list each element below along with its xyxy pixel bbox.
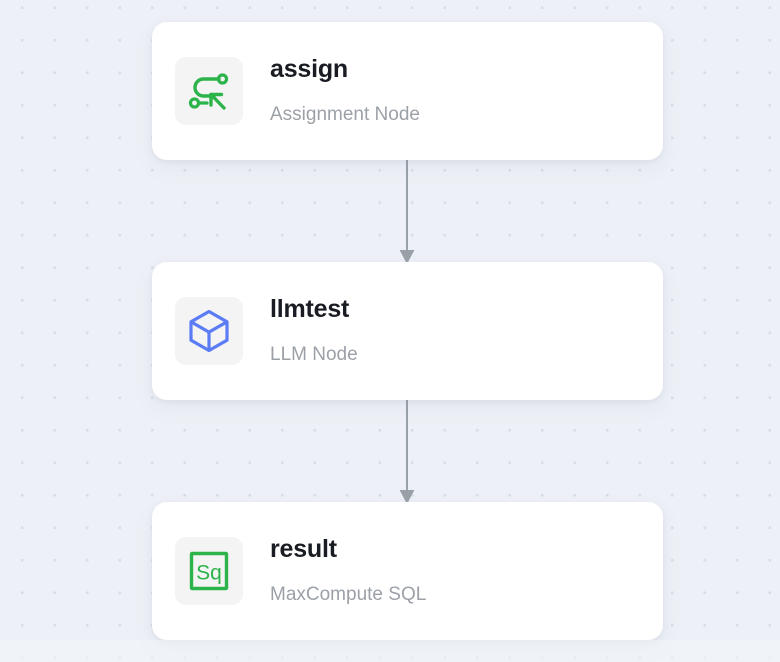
node-title: assign bbox=[270, 55, 348, 84]
node-text-result: result MaxCompute SQL bbox=[270, 536, 426, 605]
assignment-path-icon bbox=[188, 73, 229, 110]
node-card-assign[interactable]: assign Assignment Node bbox=[152, 22, 663, 160]
node-icon-tile-assign bbox=[175, 57, 243, 125]
node-card-result[interactable]: Sq result MaxCompute SQL bbox=[152, 502, 663, 640]
sq-square-label: Sq bbox=[196, 562, 222, 585]
sq-square-border bbox=[189, 551, 229, 591]
sq-square-icon: Sq bbox=[189, 551, 229, 591]
node-subtitle: Assignment Node bbox=[270, 103, 420, 125]
connector-llmtest-to-result[interactable] bbox=[391, 398, 423, 506]
node-subtitle: LLM Node bbox=[270, 343, 358, 365]
node-text-llmtest: llmtest LLM Node bbox=[270, 296, 358, 365]
node-subtitle: MaxCompute SQL bbox=[270, 583, 427, 605]
node-card-llmtest[interactable]: llmtest LLM Node bbox=[152, 262, 663, 400]
node-icon-tile-llmtest bbox=[175, 297, 243, 365]
node-title: result bbox=[270, 535, 337, 564]
connector-assign-to-llmtest[interactable] bbox=[391, 158, 423, 266]
node-text-assign: assign Assignment Node bbox=[270, 56, 420, 125]
canvas-bottom-band bbox=[0, 640, 780, 662]
cube-icon bbox=[189, 309, 229, 353]
node-title: llmtest bbox=[270, 295, 350, 324]
node-icon-tile-result: Sq bbox=[175, 537, 243, 605]
